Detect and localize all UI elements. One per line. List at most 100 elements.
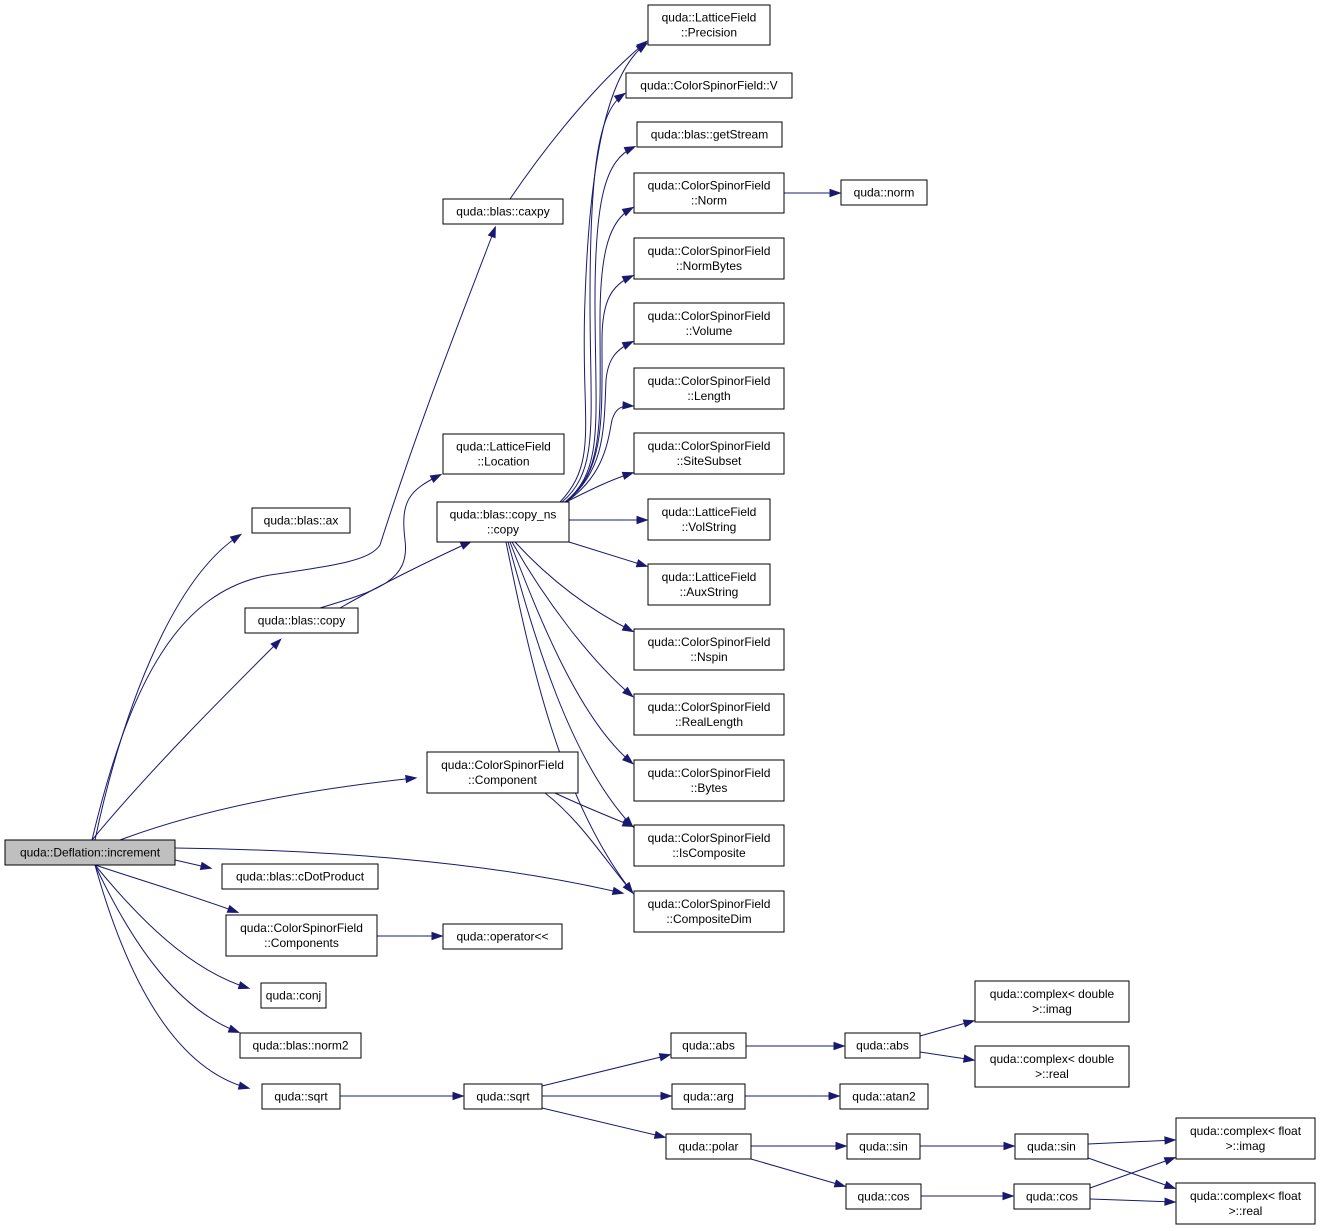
node-cd-imag[interactable]: quda::complex< double>::imag [974, 980, 1130, 1023]
node-abs1[interactable]: quda::abs [670, 1032, 747, 1059]
node-box [1175, 1182, 1316, 1225]
node-csf-normbytes[interactable]: quda::ColorSpinorField::NormBytes [633, 237, 785, 280]
edge-copy_ns-to-csf_volume [565, 340, 635, 503]
node-cf-real[interactable]: quda::complex< float>::real [1175, 1182, 1316, 1225]
arrowhead-icon [1002, 1191, 1015, 1201]
node-box [1175, 1117, 1316, 1160]
node-cdot[interactable]: quda::blas::cDotProduct [221, 863, 379, 890]
arrowhead-icon [270, 638, 282, 650]
node-lf-auxstring[interactable]: quda::LatticeField::AuxString [647, 563, 771, 606]
edge-sin1-to-sin2 [920, 1141, 1016, 1151]
node-blas-caxpy[interactable]: quda::blas::caxpy [442, 198, 564, 225]
node-sqrt2[interactable]: quda::sqrt [463, 1083, 543, 1110]
node-atan2[interactable]: quda::atan2 [839, 1083, 929, 1110]
node-label: quda::atan2 [852, 1090, 916, 1104]
node-arg[interactable]: quda::arg [671, 1083, 746, 1110]
edge-root-to-csf_component [119, 774, 418, 841]
node-label: ::RealLength [675, 715, 743, 729]
arrowhead-icon [622, 401, 635, 410]
node-sin1[interactable]: quda::sin [846, 1133, 921, 1160]
node-lf-location[interactable]: quda::LatticeField::Location [442, 433, 565, 475]
edge-copy_ns-to-csf_v [561, 92, 627, 503]
node-blas-copy[interactable]: quda::blas::copy [244, 607, 359, 634]
arrowhead-icon [653, 1130, 667, 1139]
arrowhead-icon [636, 515, 649, 525]
node-blas-ax[interactable]: quda::blas::ax [251, 507, 351, 534]
node-label: quda::complex< double [990, 987, 1115, 1001]
node-label: quda::blas::copy_ns [450, 508, 557, 522]
node-label: >::real [1229, 1204, 1263, 1218]
node-root[interactable]: quda::Deflation::increment [4, 839, 176, 866]
node-label: quda::ColorSpinorField [648, 897, 771, 911]
node-conj[interactable]: quda::conj [260, 982, 327, 1009]
arrowhead-icon [429, 473, 443, 484]
node-polar[interactable]: quda::polar [665, 1133, 752, 1160]
node-label: quda::LatticeField [662, 505, 757, 519]
node-label: quda::LatticeField [662, 11, 757, 25]
node-csf-volume[interactable]: quda::ColorSpinorField::Volume [633, 302, 785, 345]
node-copy-ns[interactable]: quda::blas::copy_ns::copy [436, 501, 570, 543]
node-cos2[interactable]: quda::cos [1013, 1183, 1091, 1210]
arrowhead-icon [613, 92, 627, 103]
arrowhead-icon [621, 206, 635, 217]
node-lf-volstring[interactable]: quda::LatticeField::VolString [647, 498, 771, 541]
arrowhead-icon [962, 1054, 976, 1063]
arrowhead-icon [1003, 1141, 1016, 1151]
edge-root-to-blas_ax [94, 533, 243, 841]
edge-abs2-to-cd_imag [919, 1019, 976, 1037]
node-label: ::Norm [691, 194, 727, 208]
node-csf-bytes[interactable]: quda::ColorSpinorField::Bytes [633, 759, 785, 802]
node-norm2[interactable]: quda::blas::norm2 [239, 1032, 362, 1059]
node-cd-real[interactable]: quda::complex< double>::real [974, 1045, 1130, 1088]
node-label: quda::ColorSpinorField [648, 766, 771, 780]
node-box [221, 863, 379, 890]
node-abs2[interactable]: quda::abs [844, 1032, 921, 1059]
node-label: quda::abs [682, 1039, 735, 1053]
node-cos1[interactable]: quda::cos [845, 1183, 922, 1210]
node-csf-reallength[interactable]: quda::ColorSpinorField::RealLength [633, 693, 785, 736]
node-op-ll[interactable]: quda::operator<< [442, 923, 563, 950]
node-getstream[interactable]: quda::blas::getStream [636, 121, 783, 148]
node-csf-iscomposite[interactable]: quda::ColorSpinorField::IsComposite [633, 824, 785, 867]
node-label: quda::norm [854, 186, 915, 200]
node-label: ::NormBytes [676, 259, 742, 273]
edge-polar-to-cos1 [750, 1158, 847, 1188]
node-box [442, 433, 565, 475]
node-csf-length[interactable]: quda::ColorSpinorField::Length [633, 367, 785, 410]
arrowhead-icon [237, 981, 251, 990]
node-lf-precision[interactable]: quda::LatticeField::Precision [647, 4, 771, 46]
node-box [633, 172, 785, 214]
node-label: quda::complex< float [1190, 1124, 1302, 1138]
node-box [633, 890, 785, 933]
edge-root-to-blas_caxpy [91, 225, 496, 841]
edge-copy_ns-to-getstream [564, 145, 637, 503]
edge-root-to-conj [94, 864, 251, 990]
arrowhead-icon [833, 1179, 847, 1188]
node-sqrt1[interactable]: quda::sqrt [261, 1083, 341, 1110]
node-label: quda::ColorSpinorField [648, 439, 771, 453]
node-csf-compositedim[interactable]: quda::ColorSpinorField::CompositeDim [633, 890, 785, 933]
edge-polar-to-sin1 [751, 1141, 848, 1151]
node-csf-components[interactable]: quda::ColorSpinorField::Components [225, 914, 378, 957]
node-norm[interactable]: quda::norm [840, 179, 928, 206]
node-csf-component[interactable]: quda::ColorSpinorField::Component [426, 751, 579, 794]
node-label: >::real [1035, 1067, 1069, 1081]
node-label: ::CompositeDim [666, 912, 751, 926]
node-box [844, 1032, 921, 1059]
edge-cos2-to-cf_real [1089, 1197, 1177, 1206]
node-box [442, 923, 563, 950]
node-label: ::Nspin [690, 650, 727, 664]
node-sin2[interactable]: quda::sin [1014, 1133, 1089, 1160]
node-label: quda::ColorSpinorField [648, 179, 771, 193]
node-csf-nspin[interactable]: quda::ColorSpinorField::Nspin [633, 628, 785, 671]
edge-blas_caxpy-to-lf_precision [509, 40, 648, 200]
node-label: quda::sin [1027, 1140, 1076, 1154]
node-csf-v[interactable]: quda::ColorSpinorField::V [625, 72, 793, 99]
node-csf-sitesubset[interactable]: quda::ColorSpinorField::SiteSubset [633, 432, 785, 475]
arrowhead-icon [829, 188, 842, 198]
node-cf-imag[interactable]: quda::complex< float>::imag [1175, 1117, 1316, 1160]
node-box [244, 607, 359, 634]
node-label: quda::operator<< [456, 930, 548, 944]
node-csf-norm[interactable]: quda::ColorSpinorField::Norm [633, 172, 785, 214]
node-label: quda::ColorSpinorField [648, 635, 771, 649]
